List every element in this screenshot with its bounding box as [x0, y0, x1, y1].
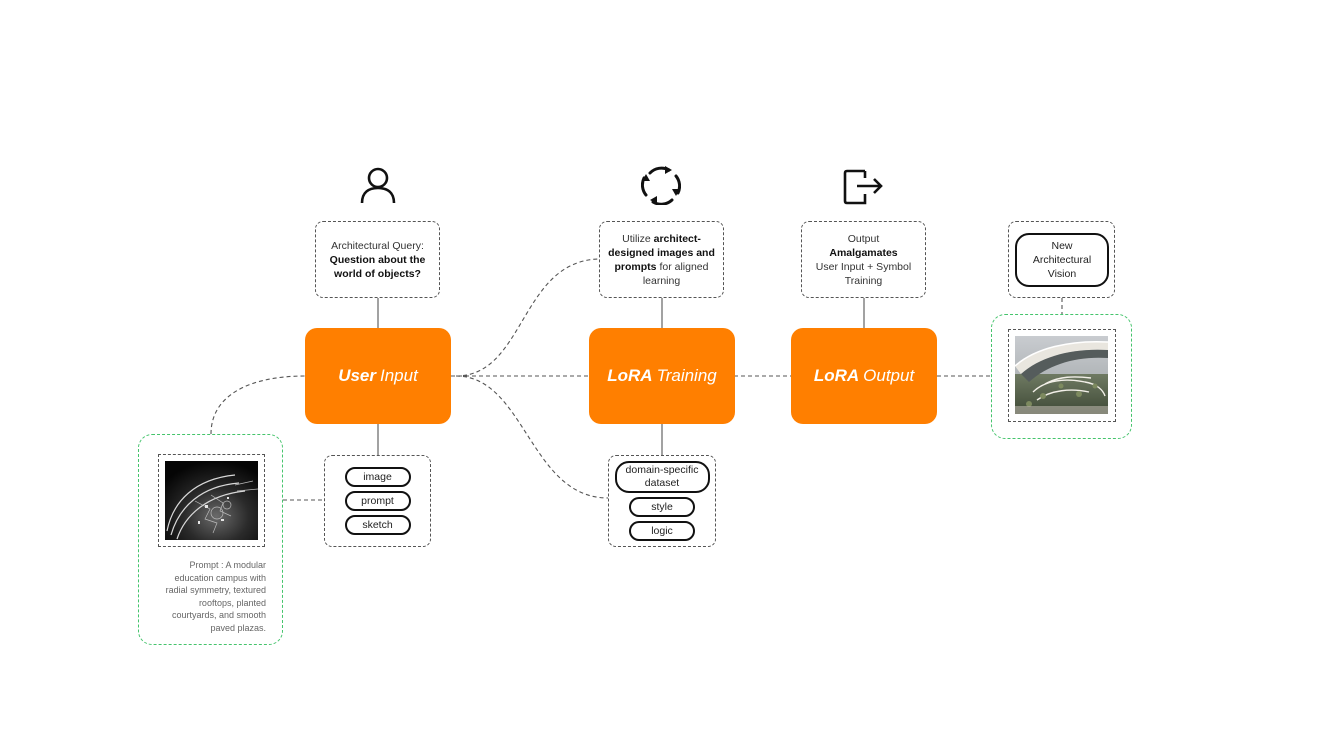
new-architectural-vision-label: New Architectural Vision: [1015, 233, 1109, 287]
lora-output-bold: LoRA: [813, 366, 860, 385]
dataset-box: domain-specific dataset style logic: [608, 455, 716, 547]
prompt-caption-line6: paved plazas.: [210, 622, 266, 633]
vision-line2: Architectural: [1032, 254, 1092, 266]
input-type-image: image: [344, 467, 411, 487]
input-type-prompt: prompt: [344, 491, 411, 511]
utilize-note-post3: for aligned: [659, 260, 709, 273]
lora-training-bold: LoRA: [607, 366, 653, 385]
connector-input-to-dataset: [455, 375, 609, 499]
output-note-line1: Output: [847, 232, 880, 245]
vision-line1: New: [1051, 240, 1073, 252]
utilize-note-line4: learning: [642, 274, 681, 287]
utilize-note-line3: prompts for aligned: [615, 260, 709, 274]
domain-specific-dataset-pill: domain-specific dataset: [614, 461, 710, 493]
utilize-note-bold3: prompts: [614, 260, 657, 273]
input-type-sketch: sketch: [344, 515, 411, 535]
utilize-note-line1: Utilize architect-: [622, 232, 701, 246]
sketch-image-frame: [158, 454, 265, 547]
user-input-bold: User: [338, 366, 376, 385]
lora-training-node: LoRA Training: [589, 328, 735, 424]
query-note: Architectural Query: Question about the …: [315, 221, 440, 298]
output-note: Output Amalgamates User Input + Symbol T…: [801, 221, 926, 298]
prompt-caption-line3: radial symmetry, textured: [165, 585, 266, 595]
utilize-note: Utilize architect- designed images and p…: [599, 221, 724, 298]
utilize-note-pre: Utilize: [622, 232, 651, 245]
prompt-caption-line4: rooftops, planted: [198, 597, 266, 608]
dataset-line1: domain-specific: [625, 464, 699, 476]
lora-output-node: LoRA Output: [791, 328, 937, 424]
output-note-line3: User Input + Symbol: [815, 260, 912, 273]
logic-pill: logic: [629, 521, 695, 541]
user-icon: [360, 167, 396, 204]
refresh-cycle-icon: [641, 166, 681, 205]
query-note-line2: Question about the: [329, 253, 426, 266]
prompt-caption-line5: courtyards, and smooth: [171, 610, 266, 620]
utilize-note-bold1: architect-: [653, 232, 701, 245]
lora-output-rest: Output: [863, 366, 915, 385]
style-pill: style: [629, 497, 695, 517]
query-note-line1: Architectural Query:: [331, 239, 424, 252]
connector-input-to-utilize: [455, 258, 599, 377]
utilize-note-bold2: designed images and: [608, 246, 715, 259]
prompt-caption: Prompt : A modular education campus with…: [142, 559, 266, 634]
prompt-caption-line1: Prompt : A modular: [189, 560, 266, 570]
output-note-line4: Training: [844, 274, 883, 287]
output-note-line2: Amalgamates: [829, 246, 898, 259]
user-input-rest: Input: [380, 366, 418, 385]
dataset-line2: dataset: [644, 477, 680, 489]
exit-arrow-icon: [843, 169, 883, 205]
lora-training-rest: Training: [656, 366, 717, 385]
output-render-image: [1015, 336, 1108, 414]
prompt-caption-line2: education campus with: [174, 572, 266, 583]
output-image-frame: [1008, 329, 1116, 422]
sketch-image: [165, 461, 258, 540]
user-input-node: User Input: [305, 328, 451, 424]
connector-image-box-to-user-input: [210, 375, 306, 435]
vision-line3: Vision: [1047, 268, 1077, 280]
query-note-line3: world of objects?: [334, 267, 421, 280]
input-types-box: image prompt sketch: [324, 455, 431, 547]
